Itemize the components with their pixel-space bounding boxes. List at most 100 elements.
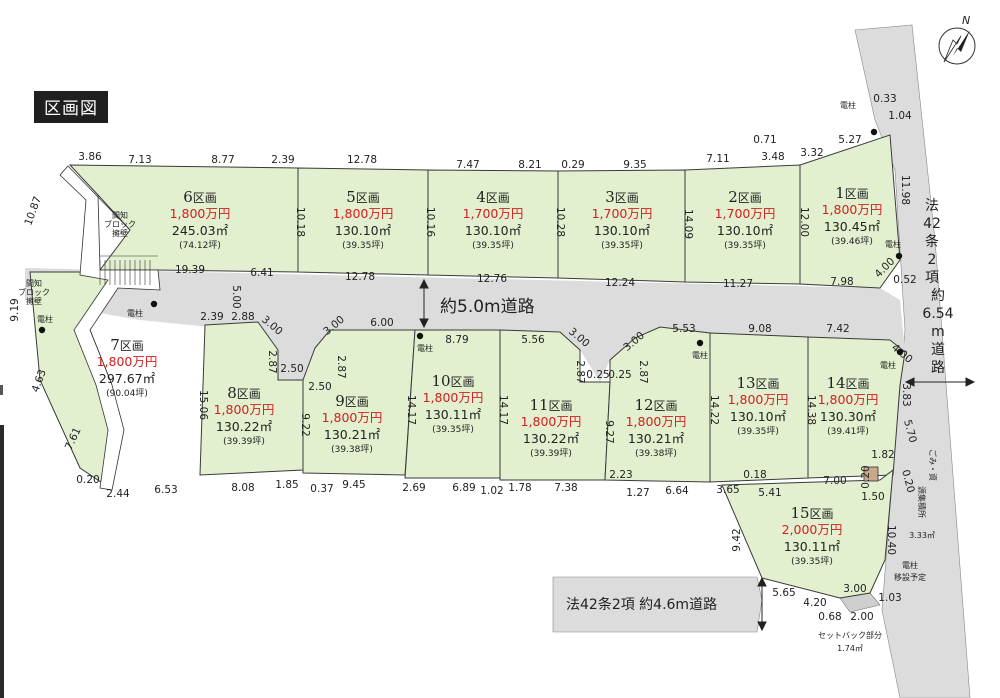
dimension-label: 12.24 <box>605 277 635 289</box>
svg-text:源集積所: 源集積所 <box>917 486 927 518</box>
svg-text:移設予定: 移設予定 <box>894 572 926 582</box>
svg-text:約: 約 <box>931 288 945 304</box>
svg-text:電柱: 電柱 <box>127 308 143 318</box>
south-road <box>552 576 763 633</box>
svg-text:電柱: 電柱 <box>37 314 53 324</box>
lot-number: 8区画 <box>227 384 261 402</box>
dimension-label: 11.27 <box>723 278 753 290</box>
dimension-label: 1.27 <box>626 487 649 499</box>
dimension-label: 0.37 <box>310 483 333 495</box>
dimension-label: 6.41 <box>250 267 273 279</box>
dimension-label: 7.47 <box>456 159 479 171</box>
lot-price: 1,800万円 <box>333 206 394 221</box>
lot-number: 5区画 <box>346 188 380 206</box>
svg-text:42: 42 <box>923 216 941 232</box>
lot-price: 1,700万円 <box>715 206 776 221</box>
svg-text:ブロック: ブロック <box>18 287 50 297</box>
edge-tick <box>0 385 3 395</box>
lot-area: 130.10㎡ <box>730 409 787 424</box>
lot-area: 130.11㎡ <box>784 539 841 554</box>
lot-tsubo: (74.12坪) <box>179 240 221 251</box>
svg-text:条: 条 <box>925 233 939 250</box>
lot-price: 1,800万円 <box>170 206 231 221</box>
lot-13-shape[interactable] <box>709 332 809 483</box>
lot-tsubo: (39.35坪) <box>432 424 474 435</box>
edge-bar <box>0 425 4 698</box>
dimension-label: 6.00 <box>370 317 393 329</box>
lot-8-shape[interactable] <box>199 321 304 476</box>
dimension-label: 0.20 <box>899 468 917 494</box>
lot-12-shape[interactable] <box>604 326 711 483</box>
lot-15-shape[interactable] <box>721 468 894 599</box>
lot-tsubo: (39.39坪) <box>530 448 572 459</box>
lot-price: 1,800万円 <box>728 392 789 407</box>
dimension-label: 15.06 <box>197 390 209 420</box>
dimension-label: 9.19 <box>9 298 21 321</box>
dimension-label: 5.70 <box>901 418 919 444</box>
dimension-label: 0.20 <box>860 465 872 488</box>
dimension-label: 8.77 <box>211 154 234 166</box>
svg-text:電柱: 電柱 <box>417 343 433 353</box>
lot-area: 130.10㎡ <box>594 223 651 238</box>
lot-tsubo: (39.35坪) <box>737 426 779 437</box>
svg-text:間知: 間知 <box>26 278 42 288</box>
lot-number: 1区画 <box>835 184 869 202</box>
dimension-label: 7.13 <box>128 154 151 166</box>
lot-1-shape[interactable] <box>799 134 901 289</box>
dimension-label: 2.39 <box>200 311 223 323</box>
lot-number: 10区画 <box>431 372 474 390</box>
dimension-label: 0.52 <box>893 274 916 286</box>
lot-11-shape[interactable] <box>499 329 611 481</box>
svg-text:項: 項 <box>925 270 939 286</box>
svg-text:道: 道 <box>931 342 945 358</box>
dimension-label: 5.65 <box>772 587 795 599</box>
dimension-label: 2.87 <box>335 355 347 378</box>
dimension-label: 3.65 <box>716 484 739 496</box>
svg-text:3.33㎡: 3.33㎡ <box>909 531 935 540</box>
dimension-label: 0.33 <box>873 93 896 105</box>
dimension-label: 12.76 <box>477 273 507 285</box>
dimension-label: 1.82 <box>871 449 894 461</box>
dimension-label: 0.25 <box>586 369 609 381</box>
dimension-label: 0.25 <box>608 369 631 381</box>
dimension-label: 5.27 <box>838 134 861 146</box>
dimension-label: 9.45 <box>342 479 365 491</box>
misc-labels: 電柱 電柱 電柱 電柱 電柱 電柱 電柱 間知 ブロック 擁壁 間知 ブロック … <box>18 100 938 653</box>
lot-number: 9区画 <box>335 392 369 410</box>
lot-14-shape[interactable] <box>807 336 906 479</box>
dimension-label: 9.27 <box>603 420 615 443</box>
dimension-label: 6.64 <box>665 485 689 497</box>
dimension-label: 7.38 <box>554 482 577 494</box>
lot-area: 130.10㎡ <box>717 223 774 238</box>
lot-number: 13区画 <box>736 374 779 392</box>
dimension-label: 5.56 <box>521 334 545 346</box>
dimension-label: 6.53 <box>154 484 177 496</box>
lot-5-shape[interactable] <box>297 167 429 276</box>
dimension-label: 10.18 <box>294 207 306 237</box>
main-road-label: 約5.0m道路 <box>440 297 535 317</box>
lot-area: 130.22㎡ <box>523 431 580 446</box>
lot-price: 1,700万円 <box>463 206 524 221</box>
dimension-label: 0.20 <box>76 474 99 486</box>
lot-tsubo: (39.35坪) <box>472 240 514 251</box>
lot-area: 130.10㎡ <box>335 223 392 238</box>
dimension-label: 5.41 <box>758 487 781 499</box>
lot-tsubo: (39.39坪) <box>223 436 265 447</box>
lot-tsubo: (39.38坪) <box>331 444 373 455</box>
dimension-label: 2.50 <box>308 381 331 393</box>
lot-number: 3区画 <box>605 188 639 206</box>
dimension-label: 3.83 <box>900 383 912 406</box>
lot-number: 7区画 <box>110 336 144 354</box>
main-road <box>25 268 905 382</box>
garbage-area <box>863 466 879 482</box>
